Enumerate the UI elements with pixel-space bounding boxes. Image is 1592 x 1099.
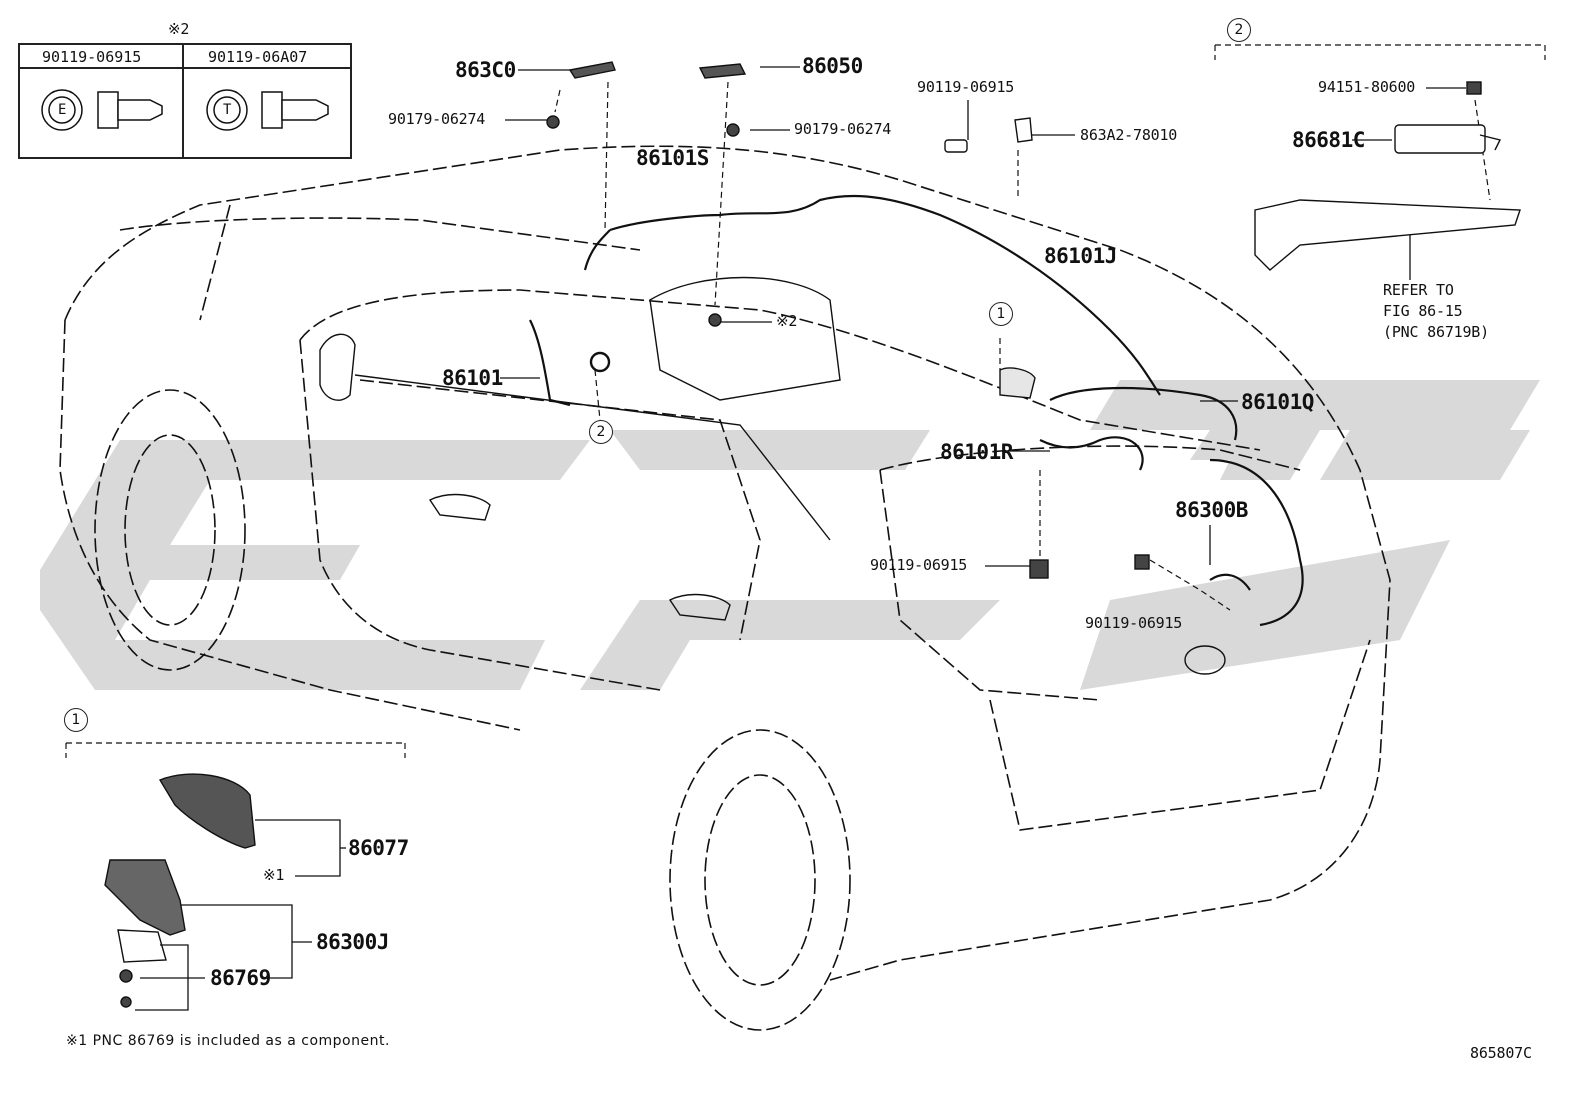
callout-86101r: 86101R (940, 440, 1013, 464)
callout-86300j: 86300J (316, 930, 389, 954)
wire-harness (529, 194, 1304, 627)
refer-line-3: (PNC 86719B) (1383, 323, 1489, 341)
callout-90119-06915-low: 90119-06915 (1085, 614, 1183, 632)
callout-90179-06274-left: 90179-06274 (388, 110, 486, 128)
callout-94151-80600: 94151-80600 (1318, 78, 1416, 96)
callout-note-1: ※1 (263, 866, 285, 884)
bolt-table-note-mark: ※2 (168, 20, 190, 38)
bolt-table-col1-part: 90119-06915 (42, 48, 142, 66)
wheels (94, 389, 851, 1031)
illustration-id: 865807C (1470, 1044, 1532, 1062)
interior-lines (319, 276, 1226, 675)
callout-863c0: 863C0 (455, 58, 516, 82)
callout-86050: 86050 (802, 54, 863, 78)
bolt-t-symbol: T (223, 102, 232, 118)
watermark-logo (40, 380, 1540, 690)
bolt-e-symbol: E (58, 102, 67, 118)
callout-86101q: 86101Q (1241, 390, 1314, 414)
callout-863a2-78010: 863A2-78010 (1080, 126, 1178, 144)
callout-86101s: 86101S (636, 146, 709, 170)
callout-86769: 86769 (210, 966, 271, 990)
callout-86101j: 86101J (1044, 244, 1117, 268)
bolt-table: 90119-06915 90119-06A07 E T (18, 43, 352, 159)
callout-86300b: 86300B (1175, 498, 1248, 522)
callout-86101: 86101 (442, 366, 503, 390)
callout-note-2-bolt: ※2 (776, 312, 798, 330)
marker-1-roof: 1 (989, 302, 1013, 326)
marker-1-group-bottom-left: 1 (64, 708, 88, 732)
callout-86681c: 86681C (1292, 128, 1365, 152)
small-parts (546, 61, 1521, 579)
footnote-text: ※1 PNC 86769 is included as a component. (66, 1033, 390, 1049)
bolt-table-col2-part: 90119-06A07 (208, 48, 308, 66)
bolt-table-header-divider (20, 67, 350, 69)
callout-90119-06915-top: 90119-06915 (917, 78, 1015, 96)
shark-fin-antenna (104, 773, 256, 1008)
bolt-table-icons (41, 89, 329, 131)
callout-90119-06915-mid: 90119-06915 (870, 556, 968, 574)
callout-86077: 86077 (348, 836, 409, 860)
callout-90179-06274-right: 90179-06274 (794, 120, 892, 138)
bolt-table-divider (182, 45, 184, 157)
refer-line-1: REFER TO (1383, 281, 1454, 299)
marker-2-dash: 2 (589, 420, 613, 444)
marker-2-group-top-right: 2 (1227, 18, 1251, 42)
refer-line-2: FIG 86-15 (1383, 302, 1463, 320)
dashed-leaders (65, 44, 1546, 758)
leader-lines (135, 66, 1466, 1011)
